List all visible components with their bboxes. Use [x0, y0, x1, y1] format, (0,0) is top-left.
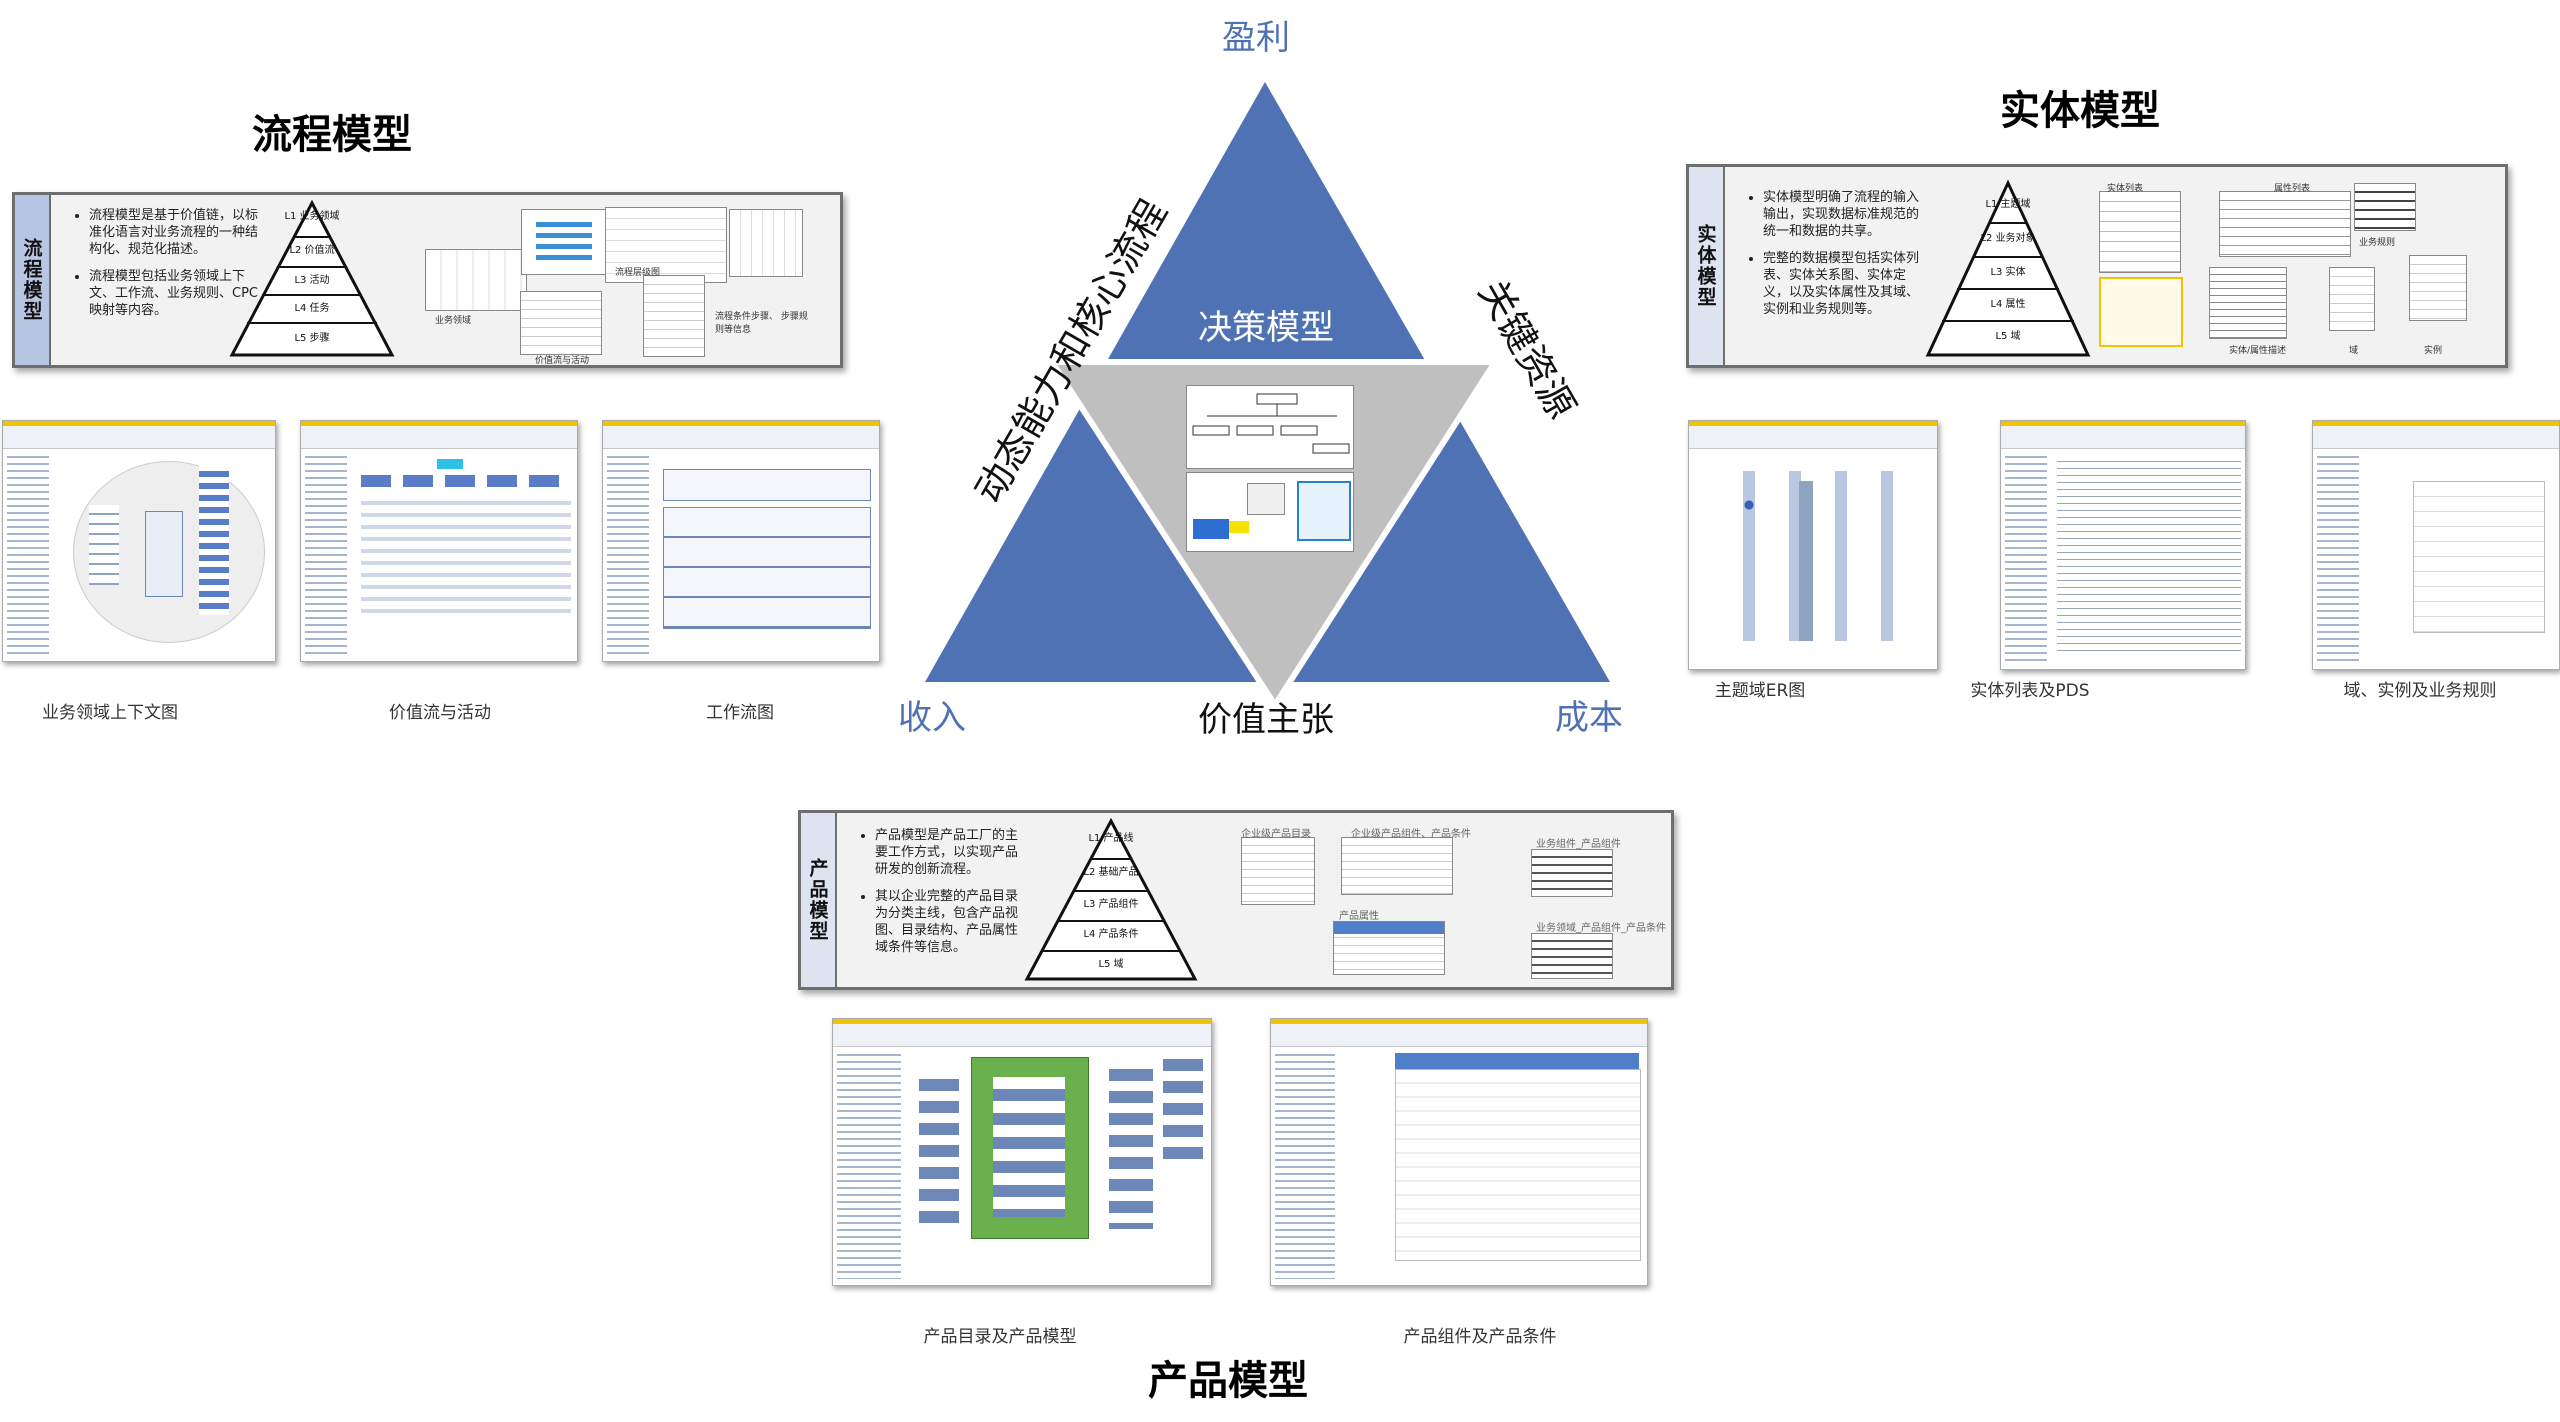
bullet: 流程模型是基于价值链，以标准化语言对业务流程的一种结构化、规范化描述。	[89, 207, 259, 258]
pyramid-level: L1 业务领域	[284, 211, 340, 222]
process-model-panel: 流程模型 流程模型是基于价值链，以标准化语言对业务流程的一种结构化、规范化描述。…	[12, 192, 843, 368]
product-model-bullets: 产品模型是产品工厂的主要工作方式，以实现产品研发的创新流程。 其以企业完整的产品…	[857, 827, 1025, 966]
pyramid-level: L1 主题域	[1985, 199, 2031, 210]
bullet: 实体模型明确了流程的输入输出，实现数据标准规范的统一和数据的共享。	[1763, 189, 1923, 240]
entity-model-bullets: 实体模型明确了流程的输入输出，实现数据标准规范的统一和数据的共享。 完整的数据模…	[1745, 189, 1923, 328]
process-pyramid-labels: L1 业务领域 L2 价值流 L3 活动 L4 任务 L5 步骤	[227, 199, 397, 359]
pyramid-level: L1 产品线	[1088, 833, 1134, 844]
diagram-label: 企业级产品目录	[1241, 829, 1311, 840]
business-rules-box	[2354, 183, 2416, 231]
decision-table-thumbnail	[1186, 472, 1354, 552]
pyramid-level: L5 域	[1098, 959, 1124, 970]
caption-business-domain-context: 业务领域上下文图	[42, 703, 178, 723]
entity-list-table	[2099, 191, 2181, 273]
diagram-label: 企业级产品组件、产品条件	[1351, 829, 1471, 840]
process-pyramid	[229, 199, 395, 357]
label-profit: 盈利	[1222, 18, 1290, 58]
label-revenue: 收入	[898, 698, 966, 738]
diagram-label: 实例	[2424, 346, 2443, 356]
caption-domain-rules: 域、实例及业务规则	[2343, 681, 2497, 701]
process-model-bullets: 流程模型是基于价值链，以标准化语言对业务流程的一种结构化、规范化描述。 流程模型…	[71, 207, 259, 329]
product-model-panel: 产品模型 产品模型是产品工厂的主要工作方式，以实现产品研发的创新流程。 其以企业…	[798, 810, 1674, 990]
screenshot-value-stream-activities	[300, 420, 578, 662]
entity-model-tab: 实体模型	[1689, 167, 1725, 365]
screenshot-product-component	[1270, 1018, 1648, 1286]
pyramid-level: L3 实体	[1990, 267, 2026, 278]
screenshot-domain-rules	[2312, 420, 2560, 670]
pyramid-level: L4 属性	[1990, 299, 2026, 310]
caption-product-component: 产品组件及产品条件	[1403, 1327, 1557, 1347]
bullet: 产品模型是产品工厂的主要工作方式，以实现产品研发的创新流程。	[875, 827, 1025, 878]
diagram-label: 业务规则	[2359, 238, 2396, 248]
caption-entity-list-pds: 实体列表及PDS	[1970, 681, 2090, 701]
caption-subject-er: 主题域ER图	[1714, 681, 1806, 701]
diagram-label: 实体/属性描述	[2229, 346, 2287, 356]
product-pyramid	[1024, 817, 1198, 981]
pyramid-level: L4 任务	[294, 303, 330, 314]
bullet: 完整的数据模型包括实体列表、实体关系图、实体定义，以及实体属性及其域、实例和业务…	[1763, 250, 1923, 318]
process-diagram-6	[729, 209, 803, 277]
pyramid-level: L4 产品条件	[1083, 929, 1139, 940]
label-value-proposition: 价值主张	[1198, 700, 1334, 740]
entity-model-panel: 实体模型 实体模型明确了流程的输入输出，实现数据标准规范的统一和数据的共享。 完…	[1686, 164, 2508, 368]
diagram-label: 域	[2349, 346, 2359, 356]
diagram-label: 业务领域_产品组件_产品条件	[1536, 923, 1666, 934]
screenshot-entity-list-pds	[2000, 420, 2246, 670]
entity-pyramid	[1925, 179, 2091, 357]
instance-box	[2409, 255, 2467, 321]
diagram-label: 流程层级图	[615, 268, 661, 278]
pyramid-level: L2 业务对象	[1980, 233, 2036, 244]
business-component-table	[1531, 849, 1613, 897]
diagram-label: 属性列表	[2274, 184, 2311, 194]
product-model-tab: 产品模型	[801, 813, 837, 987]
process-diagram-2	[521, 209, 607, 275]
screenshot-product-catalog	[832, 1018, 1212, 1286]
diagram-label: 流程条件步骤、 步骤规则等信息	[715, 312, 808, 335]
label-cost: 成本	[1555, 698, 1623, 738]
process-diagram-1	[425, 249, 527, 311]
diagram-label: 价值流与活动	[535, 356, 590, 366]
pyramid-level: L3 产品组件	[1083, 899, 1139, 910]
screenshot-workflow	[602, 420, 880, 662]
label-decision-model: 决策模型	[1198, 308, 1334, 348]
product-component-table	[1341, 837, 1453, 895]
domain-box	[2329, 267, 2375, 331]
diagram-label: 业务组件_产品组件	[1536, 839, 1621, 850]
process-diagram-5	[643, 275, 705, 357]
attribute-desc-box	[2209, 267, 2287, 339]
product-attribute-table	[1333, 921, 1445, 975]
business-domain-table	[1531, 933, 1613, 979]
diagram-label: 实体列表	[2107, 184, 2144, 194]
pyramid-level: L5 域	[1995, 331, 2021, 342]
entity-pyramid-labels: L1 主题域 L2 业务对象 L3 实体 L4 属性 L5 域	[1923, 179, 2093, 359]
pyramid-level: L2 价值流	[289, 245, 335, 256]
diagram-label: 业务领域	[435, 316, 472, 326]
decision-tree-thumbnail	[1186, 385, 1354, 469]
bullet: 流程模型包括业务领域上下文、工作流、业务规则、CPC映射等内容。	[89, 268, 259, 319]
screenshot-subject-er	[1688, 420, 1938, 670]
bullet: 其以企业完整的产品目录为分类主线，包含产品视图、目录结构、产品属性域条件等信息。	[875, 888, 1025, 956]
product-pyramid-labels: L1 产品线 L2 基础产品 L3 产品组件 L4 产品条件 L5 域	[1023, 817, 1199, 983]
caption-product-catalog: 产品目录及产品模型	[923, 1327, 1077, 1347]
process-diagram-4	[520, 291, 602, 355]
pyramid-level: L3 活动	[294, 275, 330, 286]
caption-workflow: 工作流图	[706, 703, 774, 723]
entity-desc-box	[2099, 277, 2183, 347]
pyramid-level: L2 基础产品	[1083, 867, 1139, 878]
attribute-list-table	[2219, 191, 2351, 257]
product-catalog-table	[1241, 837, 1315, 905]
diagram-label: 产品属性	[1339, 911, 1379, 922]
pyramid-level: L5 步骤	[294, 333, 330, 344]
process-model-tab: 流程模型	[15, 195, 51, 365]
entity-model-title: 实体模型	[2000, 88, 2160, 134]
process-model-title: 流程模型	[252, 112, 412, 158]
caption-value-stream: 价值流与活动	[389, 703, 491, 723]
screenshot-business-domain-context	[2, 420, 276, 662]
product-model-title: 产品模型	[1148, 1358, 1308, 1404]
